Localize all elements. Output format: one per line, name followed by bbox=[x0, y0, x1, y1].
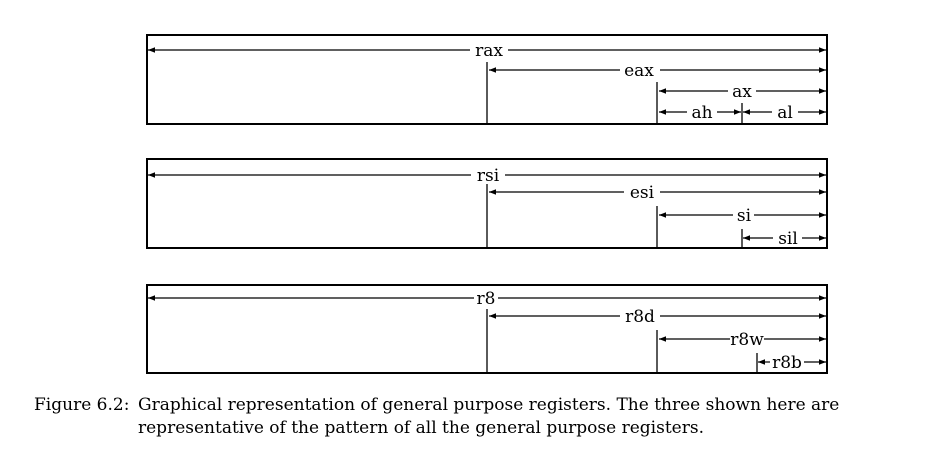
label-esi: esi bbox=[630, 183, 655, 203]
caption-line-1: Figure 6.2: Graphical representation of g… bbox=[34, 394, 914, 417]
label-r8w: r8w bbox=[730, 330, 764, 350]
label-al: al bbox=[777, 103, 793, 123]
label-r8: r8 bbox=[477, 289, 496, 309]
label-rax: rax bbox=[475, 41, 503, 61]
label-ax: ax bbox=[732, 82, 752, 102]
label-r8b: r8b bbox=[772, 353, 802, 373]
caption-text-1: Graphical representation of general purp… bbox=[138, 395, 840, 415]
register-block-rsi: rsi esi si sil bbox=[146, 158, 828, 249]
caption-text-2: representative of the pattern of all the… bbox=[138, 418, 704, 438]
register-block-rax: rax eax ax ah al bbox=[146, 34, 828, 125]
register-block-r8: r8 r8d r8w r8b bbox=[146, 284, 828, 374]
label-r8d: r8d bbox=[625, 307, 655, 327]
register-diagram: rax eax ax ah al rsi esi bbox=[146, 34, 828, 374]
label-si: si bbox=[737, 206, 752, 226]
label-ah: ah bbox=[691, 103, 712, 123]
caption-line-2: representative of the pattern of all the… bbox=[34, 417, 914, 440]
label-sil: sil bbox=[778, 229, 798, 249]
label-rsi: rsi bbox=[477, 166, 500, 186]
caption-figure-number: Figure 6.2: bbox=[34, 395, 130, 415]
label-eax: eax bbox=[624, 61, 654, 81]
figure-caption: Figure 6.2: Graphical representation of g… bbox=[34, 394, 914, 440]
